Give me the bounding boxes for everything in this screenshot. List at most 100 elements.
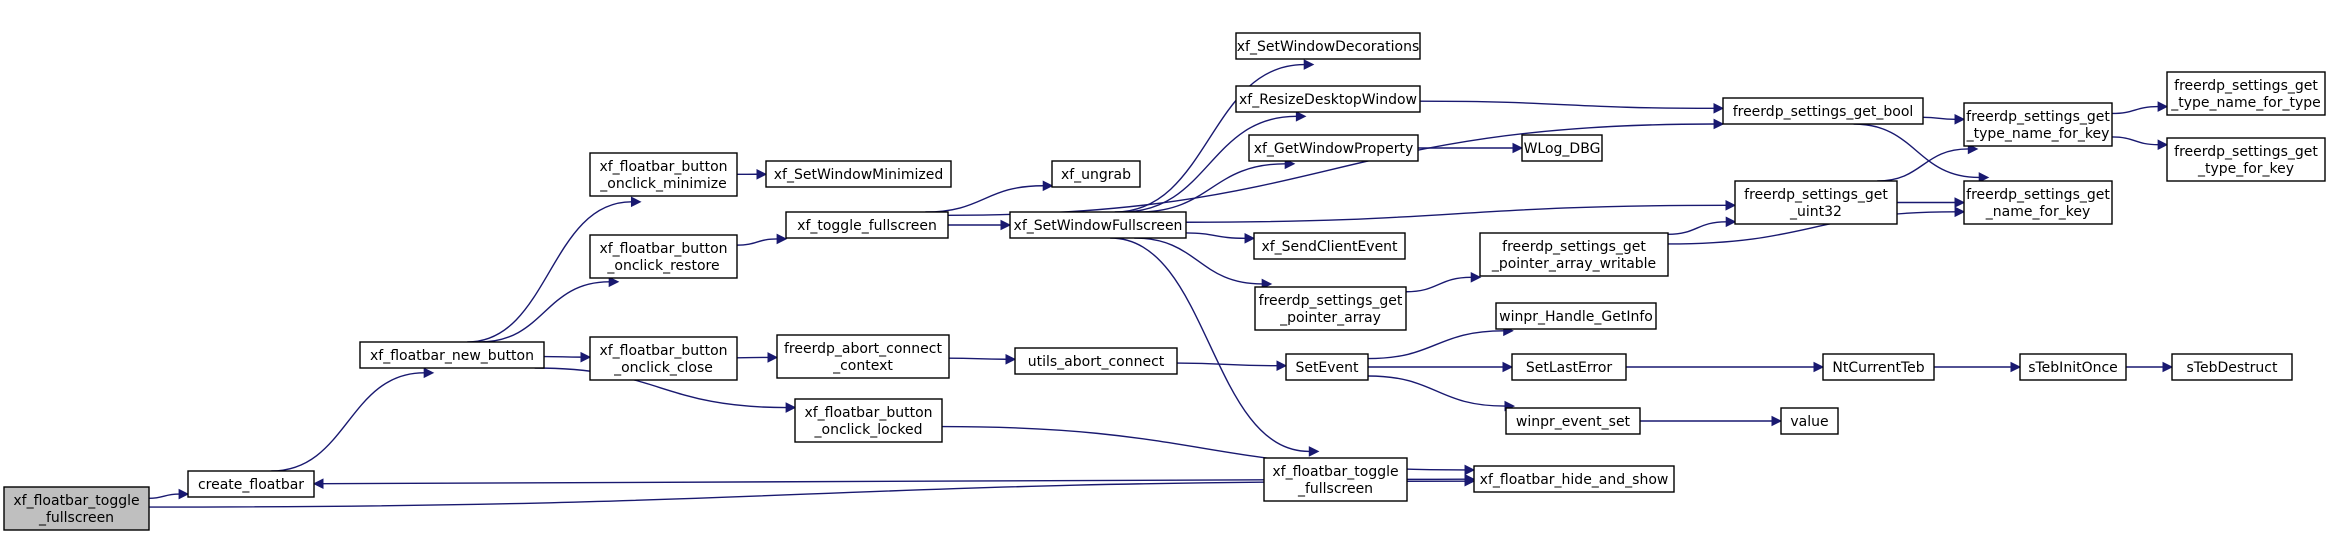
node-winpr-Handle-GetInfo[interactable]: winpr_Handle_GetInfo: [1495, 302, 1657, 330]
edge-n3-n7: [736, 168, 768, 180]
node-box: [1263, 457, 1408, 502]
edge-n11-n17: [1134, 237, 1273, 290]
node-box: [359, 341, 545, 369]
edge-line: [1405, 276, 1472, 293]
node-freerdp-abort-connect-context[interactable]: freerdp_abort_connect_context: [776, 334, 950, 379]
node-xf-floatbar-button-onclick-locked[interactable]: xf_floatbar_button_onclick_locked: [794, 398, 943, 443]
edge-line: [1367, 375, 1505, 407]
node-xf-floatbar-button-onclick-restore[interactable]: xf_floatbar_button_onclick_restore: [589, 234, 738, 279]
node-freerdp-settings-get-name-for-key[interactable]: freerdp_settings_get_name_for_key: [1963, 180, 2113, 225]
node-label: _pointer_array_writable: [1491, 256, 1656, 272]
edge-n26-n30: [1922, 113, 1966, 125]
edge-arrowhead: [1308, 446, 1320, 457]
node-freerdp-settings-get-bool[interactable]: freerdp_settings_get_bool: [1722, 97, 1924, 125]
edge-arrowhead: [2010, 361, 2022, 373]
edge-arrowhead: [1295, 111, 1307, 122]
node-label: xf_floatbar_toggle: [1272, 464, 1398, 480]
edge-n8-n10: [925, 180, 1054, 213]
node-box: [1285, 353, 1369, 381]
node-xf-floatbar-toggle-fullscreen[interactable]: xf_floatbar_toggle_fullscreen: [3, 486, 150, 531]
node-box: [2166, 71, 2326, 116]
edge-n26-n31: [1853, 123, 1990, 183]
node-label: SetEvent: [1295, 360, 1359, 376]
node-label: _pointer_array: [1279, 310, 1381, 326]
node-utils-abort-connect[interactable]: utils_abort_connect: [1014, 347, 1178, 375]
node-box: [1473, 465, 1675, 493]
edge-n9-n12: [948, 353, 1017, 365]
node-xf-SendClientEvent[interactable]: xf_SendClientEvent: [1253, 232, 1406, 260]
node-label: _fullscreen: [38, 510, 114, 526]
edge-line: [1367, 330, 1504, 360]
node-label: xf_floatbar_toggle: [13, 493, 139, 509]
node-label: _fullscreen: [1297, 481, 1373, 497]
edge-arrowhead: [1512, 142, 1524, 154]
node-xf-ungrab[interactable]: xf_ungrab: [1051, 160, 1141, 188]
node-label: freerdp_settings_get: [2174, 144, 2318, 160]
edge-arrowhead: [1276, 360, 1288, 372]
edge-n8-n11: [947, 219, 1012, 231]
node-label: freerdp_settings_get: [2174, 78, 2318, 94]
node-xf-floatbar-button-onclick-minimize[interactable]: xf_floatbar_button_onclick_minimize: [589, 152, 738, 197]
node-freerdp-settings-get-uint32[interactable]: freerdp_settings_get_uint32: [1734, 180, 1898, 225]
nodes-layer: xf_floatbar_toggle_fullscreencreate_floa…: [3, 32, 2326, 531]
node-label: _type_name_for_type: [2170, 95, 2321, 111]
edge-line: [1853, 123, 1980, 179]
edge-n11-n16: [1185, 232, 1256, 244]
edge-arrowhead: [1725, 200, 1737, 211]
node-box: [1009, 211, 1187, 239]
node-label: _type_for_key: [2197, 161, 2294, 177]
node-label: _name_for_key: [1985, 204, 2090, 220]
node-box: [2166, 137, 2326, 182]
node-label: xf_floatbar_new_button: [370, 348, 534, 364]
node-create-floatbar[interactable]: create_floatbar: [187, 470, 315, 498]
edge-arrowhead: [785, 402, 797, 413]
edge-line: [1176, 362, 1278, 367]
node-xf-floatbar-toggle-fullscreen[interactable]: xf_floatbar_toggle_fullscreen: [1263, 457, 1408, 502]
node-xf-floatbar-hide-and-show[interactable]: xf_floatbar_hide_and_show: [1473, 465, 1675, 493]
edge-line: [543, 355, 582, 358]
edge-n19-n1: [312, 478, 1265, 490]
edge-line: [1114, 63, 1305, 213]
node-box: [1235, 85, 1421, 113]
node-label: _onclick_close: [613, 360, 713, 376]
edge-arrowhead: [312, 478, 324, 490]
node-sTebDestruct[interactable]: sTebDestruct: [2171, 353, 2293, 381]
edge-n0-n1: [148, 488, 190, 500]
node-winpr-event-set[interactable]: winpr_event_set: [1505, 407, 1641, 435]
node-SetEvent[interactable]: SetEvent: [1285, 353, 1369, 381]
node-box: [1248, 134, 1419, 162]
node-WLog-DBG[interactable]: WLog_DBG: [1521, 134, 1603, 162]
edge-n19-n20: [1406, 473, 1476, 485]
node-xf-toggle-fullscreen[interactable]: xf_toggle_fullscreen: [785, 211, 949, 239]
edge-n22-n31: [1667, 206, 1966, 245]
node-NtCurrentTeb[interactable]: NtCurrentTeb: [1822, 353, 1935, 381]
node-label: xf_floatbar_hide_and_show: [1480, 472, 1669, 488]
edge-n11-n13: [1114, 59, 1315, 213]
node-freerdp-settings-get-pointer-array[interactable]: freerdp_settings_get_pointer_array: [1254, 286, 1407, 331]
node-freerdp-settings-get-type-name-for-type[interactable]: freerdp_settings_get_type_name_for_type: [2166, 71, 2326, 116]
node-sTebInitOnce[interactable]: sTebInitOnce: [2019, 353, 2127, 381]
node-xf-ResizeDesktopWindow[interactable]: xf_ResizeDesktopWindow: [1235, 85, 1421, 113]
node-xf-floatbar-new-button[interactable]: xf_floatbar_new_button: [359, 341, 545, 369]
edge-n2-n6: [534, 367, 797, 413]
edge-n2-n4: [479, 276, 620, 343]
node-xf-GetWindowProperty[interactable]: xf_GetWindowProperty: [1248, 134, 1419, 162]
node-xf-SetWindowMinimized[interactable]: xf_SetWindowMinimized: [765, 160, 952, 188]
edge-n25-n29: [1639, 415, 1783, 427]
node-xf-floatbar-button-onclick-close[interactable]: xf_floatbar_button_onclick_close: [589, 336, 738, 381]
node-xf-SetWindowFullscreen[interactable]: xf_SetWindowFullscreen: [1009, 211, 1187, 239]
node-freerdp-settings-get-type-for-key[interactable]: freerdp_settings_get_type_for_key: [2166, 137, 2326, 182]
node-label: _type_name_for_key: [1966, 126, 2110, 142]
edge-arrowhead: [1954, 206, 1966, 218]
node-freerdp-settings-get-type-name-for-key[interactable]: freerdp_settings_get_type_name_for_key: [1963, 102, 2113, 147]
edge-arrowhead: [1813, 361, 1825, 373]
edge-line: [1185, 232, 1246, 240]
node-box: [1734, 180, 1898, 225]
node-value[interactable]: value: [1780, 407, 1839, 435]
node-SetLastError[interactable]: SetLastError: [1511, 353, 1627, 381]
node-xf-SetWindowDecorations[interactable]: xf_SetWindowDecorations: [1235, 32, 1421, 60]
edge-arrowhead: [1470, 271, 1482, 283]
node-freerdp-settings-get-pointer-array-writable[interactable]: freerdp_settings_get_pointer_array_writa…: [1479, 232, 1669, 277]
edge-n4-n8: [736, 233, 788, 246]
edge-line: [1110, 237, 1310, 453]
